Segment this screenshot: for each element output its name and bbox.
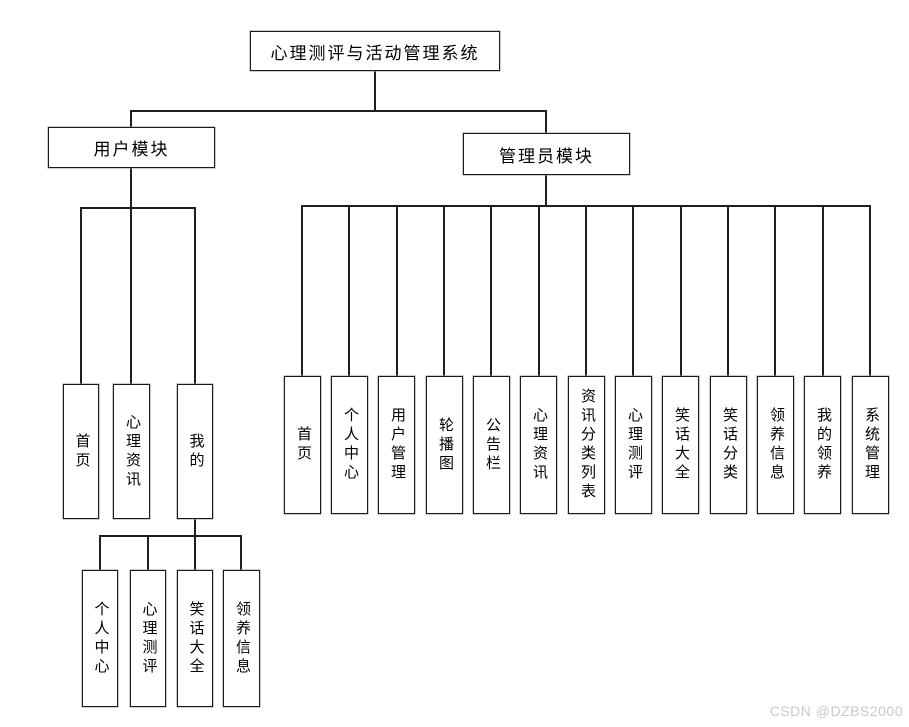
connector-line bbox=[348, 205, 350, 376]
node-label: 管理员模块 bbox=[499, 146, 594, 166]
user-child-home: 首页 bbox=[63, 384, 99, 519]
user-child-mine: 我的 bbox=[177, 384, 213, 519]
admin-child-adoption-info: 领养信息 bbox=[757, 376, 794, 514]
connector-line bbox=[130, 110, 132, 127]
connector-line bbox=[99, 535, 101, 570]
root-node-system-title: 心理测评与活动管理系统 bbox=[250, 31, 500, 71]
node-label: 我的领养 bbox=[815, 407, 831, 483]
node-label: 个人中心 bbox=[92, 600, 109, 677]
connector-line bbox=[194, 535, 196, 570]
connector-line bbox=[490, 205, 492, 376]
admin-child-home: 首页 bbox=[284, 376, 321, 514]
node-label: 领养信息 bbox=[768, 407, 784, 483]
user-module-node: 用户模块 bbox=[48, 127, 215, 168]
my-child-personal-center: 个人中心 bbox=[82, 570, 118, 707]
node-label: 轮播图 bbox=[437, 416, 453, 474]
admin-module-node: 管理员模块 bbox=[463, 133, 630, 175]
connector-line bbox=[99, 535, 242, 537]
connector-line bbox=[194, 519, 196, 535]
connector-line bbox=[443, 205, 445, 376]
node-label: 心理测评 bbox=[140, 600, 157, 677]
connector-line bbox=[80, 207, 196, 209]
node-label: 笑话大全 bbox=[673, 407, 689, 483]
connector-line bbox=[545, 110, 547, 133]
connector-line bbox=[585, 205, 587, 376]
admin-child-info-category-list: 资讯分类列表 bbox=[568, 376, 605, 514]
admin-child-psych-info: 心理资讯 bbox=[520, 376, 557, 514]
connector-line bbox=[545, 175, 547, 205]
node-label: 心理资讯 bbox=[531, 407, 547, 483]
node-label: 心理资讯 bbox=[124, 413, 140, 490]
node-label: 资讯分类列表 bbox=[579, 388, 595, 502]
node-label: 笑话分类 bbox=[721, 407, 737, 483]
admin-child-my-adoption: 我的领养 bbox=[804, 376, 841, 514]
connector-line bbox=[632, 205, 634, 376]
node-label: 用户管理 bbox=[389, 407, 405, 483]
admin-child-personal-center: 个人中心 bbox=[331, 376, 368, 514]
node-label: 我的 bbox=[187, 432, 204, 471]
node-label: 首页 bbox=[295, 426, 311, 464]
node-label: 用户模块 bbox=[93, 140, 170, 159]
user-child-psych-info: 心理资讯 bbox=[113, 384, 150, 519]
connector-line bbox=[301, 205, 303, 376]
connector-line bbox=[396, 205, 398, 376]
admin-child-system-management: 系统管理 bbox=[852, 376, 889, 514]
admin-child-carousel: 轮播图 bbox=[426, 376, 463, 514]
connector-line bbox=[869, 205, 871, 376]
admin-child-psych-assessment: 心理测评 bbox=[615, 376, 652, 514]
node-label: 首页 bbox=[73, 432, 90, 471]
connector-line bbox=[374, 71, 376, 110]
node-label: 个人中心 bbox=[342, 407, 358, 483]
connector-line bbox=[240, 535, 242, 570]
connector-line bbox=[147, 535, 149, 570]
admin-child-user-management: 用户管理 bbox=[378, 376, 415, 514]
my-child-adoption-info: 领养信息 bbox=[223, 570, 260, 707]
connector-line bbox=[130, 207, 132, 384]
connector-line bbox=[680, 205, 682, 376]
connector-line bbox=[822, 205, 824, 376]
connector-line bbox=[774, 205, 776, 376]
connector-line bbox=[538, 205, 540, 376]
connector-line bbox=[130, 110, 547, 112]
connector-line bbox=[80, 207, 82, 384]
connector-line bbox=[130, 168, 132, 207]
node-label: 系统管理 bbox=[863, 407, 879, 483]
node-label: 心理测评与活动管理系统 bbox=[270, 43, 480, 63]
admin-child-jokes-collection: 笑话大全 bbox=[662, 376, 699, 514]
node-label: 公告栏 bbox=[484, 416, 500, 474]
node-label: 笑话大全 bbox=[187, 600, 204, 677]
my-child-psych-assessment: 心理测评 bbox=[130, 570, 166, 707]
connector-line bbox=[194, 207, 196, 384]
connector-line bbox=[727, 205, 729, 376]
node-label: 心理测评 bbox=[626, 407, 642, 483]
admin-child-bulletin-board: 公告栏 bbox=[473, 376, 510, 514]
admin-child-jokes-category: 笑话分类 bbox=[710, 376, 747, 514]
my-child-jokes-collection: 笑话大全 bbox=[177, 570, 213, 707]
node-label: 领养信息 bbox=[234, 600, 250, 677]
csdn-watermark: CSDN @DZBS2000 bbox=[769, 703, 903, 719]
